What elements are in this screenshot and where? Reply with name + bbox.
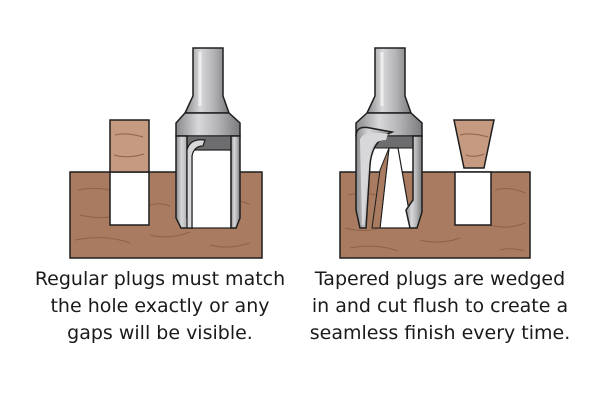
cutter-shank-right (365, 47, 413, 114)
cutter-wing-right-b (405, 135, 423, 229)
tapered-plug (453, 119, 495, 169)
caption-line: in and cut flush to create a (311, 295, 569, 317)
caption-line: the hole exactly or any (50, 295, 270, 317)
regular-plug-panel (69, 47, 263, 259)
cutter-shank-left (183, 47, 231, 114)
regular-plug (109, 119, 150, 173)
regular-plug-caption: Regular plugs must match the hole exactl… (20, 266, 300, 347)
plug-hole-left (109, 171, 150, 226)
cutter-body-left (175, 112, 241, 137)
caption-line: Tapered plugs are wedged (314, 268, 566, 290)
cutter-edge-left (186, 139, 206, 229)
caption-line: gaps will be visible. (67, 322, 253, 344)
cutter-wing-right-a (230, 135, 241, 229)
tapered-plug-caption: Tapered plugs are wedged in and cut flus… (300, 266, 580, 347)
caption-line: Regular plugs must match (34, 268, 286, 290)
plug-hole-right (454, 171, 492, 226)
caption-line: seamless finish every time. (309, 322, 571, 344)
tapered-plug-panel (339, 47, 531, 259)
wood-block-right (339, 171, 531, 259)
